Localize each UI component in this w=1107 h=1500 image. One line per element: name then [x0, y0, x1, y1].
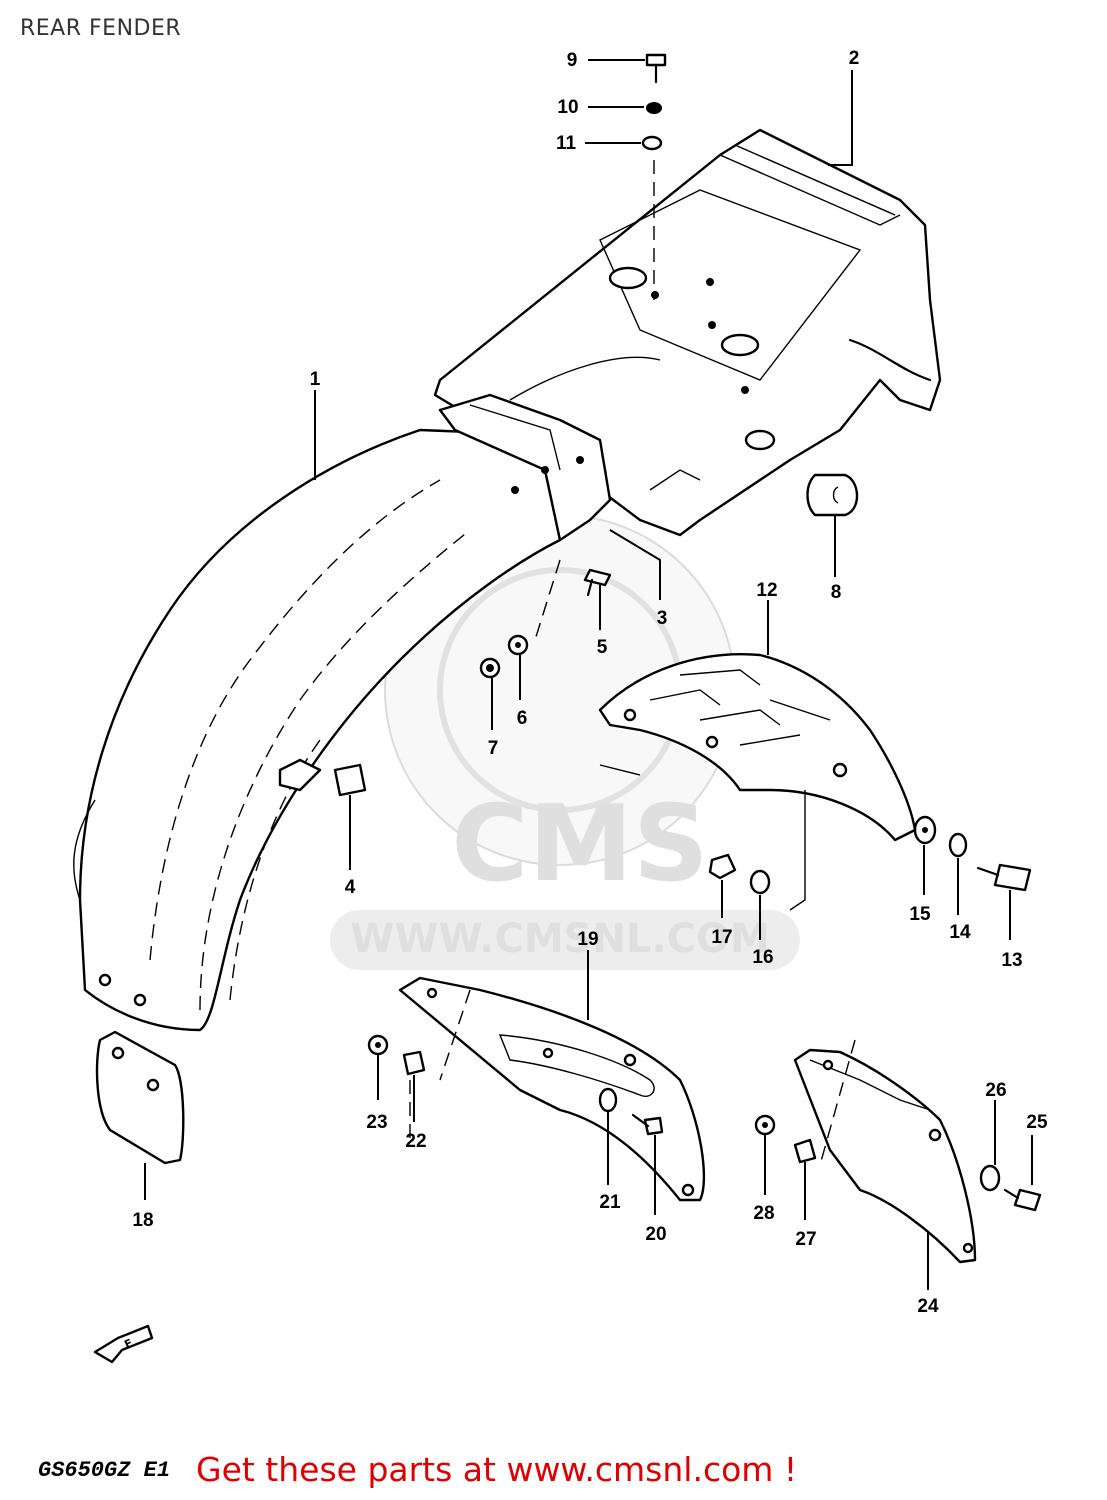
washer-6 [507, 634, 529, 656]
bolt-5 [583, 568, 612, 597]
page-title: REAR FENDER [20, 16, 182, 41]
callout-24: 24 [917, 1296, 939, 1317]
promo-link[interactable]: Get these parts at www.cmsnl.com ! [196, 1450, 798, 1489]
callout-7: 7 [488, 738, 499, 759]
mud-guard-plate [598, 653, 917, 842]
leader-lines [144, 59, 1033, 1290]
bolt-25 [1003, 1188, 1042, 1212]
callout-19: 19 [577, 929, 598, 950]
fender-bracket [438, 356, 661, 542]
callout-14: 14 [949, 922, 971, 943]
callout-15: 15 [909, 904, 931, 925]
callout-6: 6 [517, 708, 528, 729]
nut-23 [367, 1034, 389, 1056]
bolt-20 [631, 1113, 664, 1136]
reflector-plate [95, 1030, 185, 1165]
washer-15 [913, 815, 937, 845]
callout-27: 27 [795, 1229, 816, 1250]
washer-21 [598, 1087, 618, 1113]
callout-2: 2 [849, 48, 860, 69]
callout-10: 10 [557, 97, 578, 118]
washer-11 [641, 135, 663, 151]
mud-guard-right [793, 1048, 977, 1264]
callout-labels: 9 10 11 2 1 3 5 6 7 8 4 12 13 14 15 16 1… [132, 48, 1048, 1317]
mud-guard-left [398, 976, 706, 1202]
bolt-13 [976, 863, 1032, 892]
callout-3: 3 [657, 608, 668, 629]
callout-25: 25 [1026, 1112, 1048, 1133]
callout-17: 17 [711, 927, 732, 948]
lock-washer-14 [948, 832, 968, 858]
callout-4: 4 [345, 877, 356, 898]
assembly-lines [409, 160, 856, 1166]
callout-1: 1 [310, 369, 321, 390]
callout-13: 13 [1001, 950, 1022, 971]
nut-22 [402, 1050, 426, 1076]
watermark-brand: CMS [451, 783, 708, 905]
callout-21: 21 [599, 1192, 621, 1213]
callout-11: 11 [556, 133, 577, 154]
screw-9 [645, 53, 667, 84]
washer-26 [979, 1164, 1001, 1192]
callout-8: 8 [831, 582, 842, 603]
callout-18: 18 [132, 1210, 153, 1231]
washer-16 [749, 869, 771, 895]
callout-9: 9 [567, 50, 578, 71]
grommet-4 [333, 763, 367, 797]
model-code: GS650GZ E1 [38, 1458, 171, 1483]
callout-23: 23 [366, 1112, 387, 1133]
front-direction-arrow: F [93, 1324, 154, 1364]
callout-20: 20 [645, 1224, 666, 1245]
nut-10 [646, 102, 662, 114]
rear-fender-main [73, 428, 562, 1032]
callout-5: 5 [597, 637, 608, 658]
callout-26: 26 [985, 1080, 1006, 1101]
nut-17 [708, 853, 737, 880]
nut-28 [754, 1114, 776, 1136]
nut-27 [793, 1138, 817, 1164]
watermark-url: WWW.CMSNL.COM [350, 916, 770, 962]
callout-28: 28 [753, 1203, 774, 1224]
cushion-8 [806, 473, 859, 517]
nut-7 [479, 657, 501, 679]
callout-12: 12 [756, 580, 777, 601]
callout-16: 16 [752, 947, 773, 968]
callout-22: 22 [405, 1131, 426, 1152]
cms-watermark: CMS WWW.CMSNL.COM [330, 514, 800, 970]
